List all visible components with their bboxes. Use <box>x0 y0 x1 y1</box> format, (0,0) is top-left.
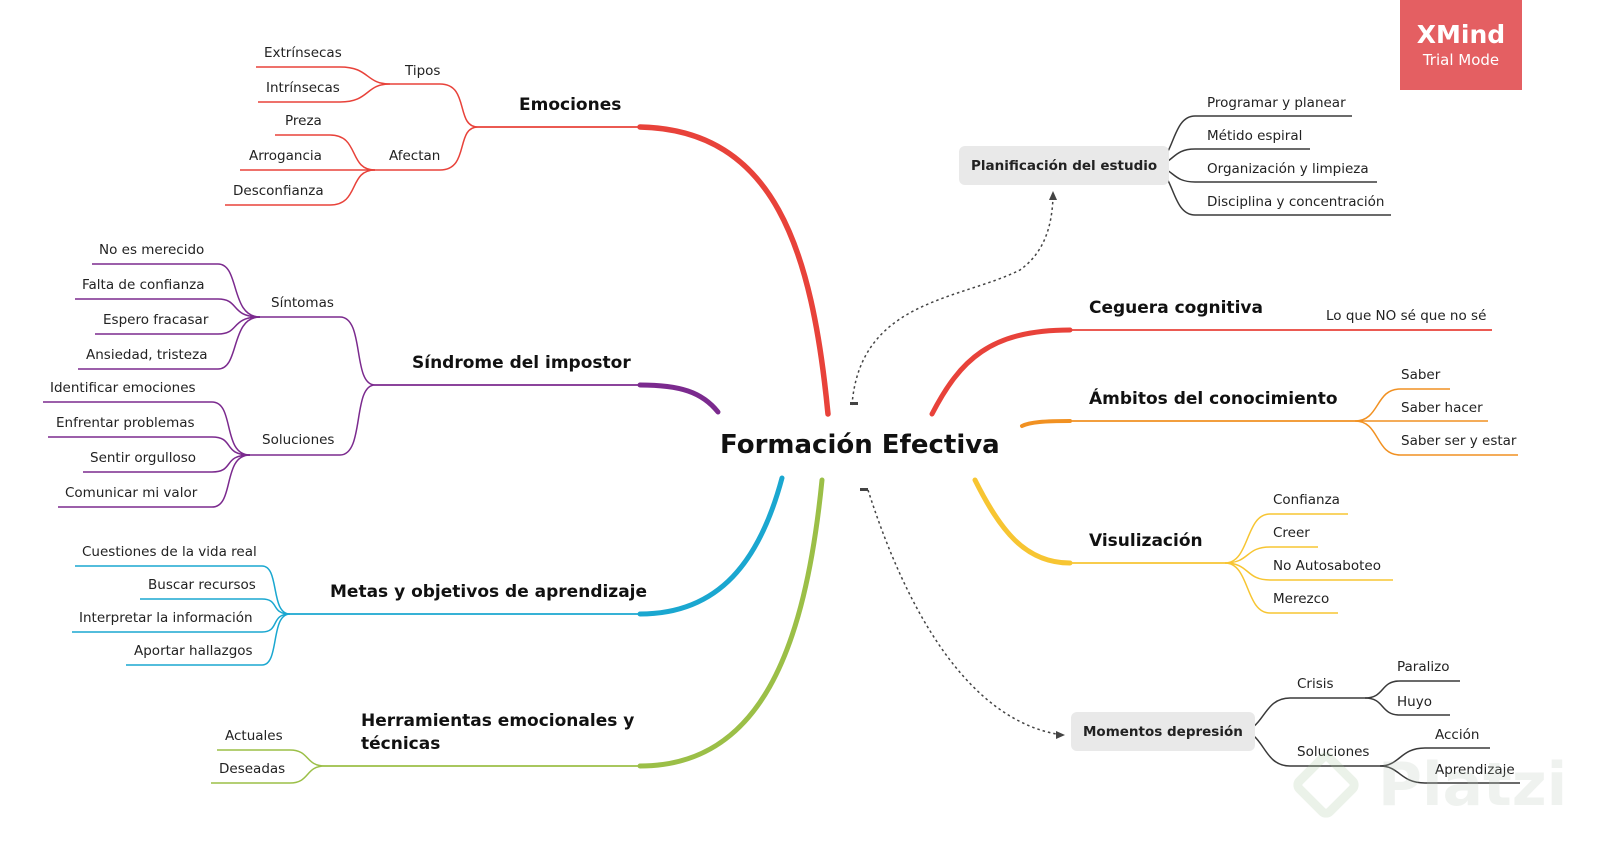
topic-herramientas[interactable]: Herramientas emocionales y técnicas <box>361 710 634 756</box>
topic-metas[interactable]: Metas y objetivos de aprendizaje <box>330 582 648 602</box>
leaf-cuestiones-vida-real[interactable]: Cuestiones de la vida real <box>82 544 257 560</box>
branch-herramientas-line <box>637 477 825 769</box>
leaf-organizacion-limpieza[interactable]: Organización y limpieza <box>1207 161 1369 177</box>
leaf-confianza[interactable]: Confianza <box>1273 492 1340 508</box>
leaf-desconfianza[interactable]: Desconfianza <box>233 183 324 199</box>
leaf-programar-planear[interactable]: Programar y planear <box>1207 95 1346 111</box>
leaf-disciplina-concentracion[interactable]: Disciplina y concentración <box>1207 194 1385 210</box>
topic-emociones[interactable]: Emociones <box>519 95 622 115</box>
leaf-extrinsecas[interactable]: Extrínsecas <box>264 45 342 61</box>
leaf-saber-ser-estar[interactable]: Saber ser y estar <box>1401 433 1517 449</box>
topic-visualizacion[interactable]: Visulización <box>1089 531 1203 551</box>
branch-impostor-line <box>637 382 721 415</box>
leaf-saber[interactable]: Saber <box>1401 367 1441 383</box>
leaf-actuales[interactable]: Actuales <box>225 728 283 744</box>
xmind-subtitle: Trial Mode <box>1422 51 1500 69</box>
relation-planificacion <box>851 196 1054 406</box>
topic-ambitos[interactable]: Ámbitos del conocimiento <box>1089 389 1338 409</box>
leaf-saber-hacer[interactable]: Saber hacer <box>1401 400 1483 416</box>
leaf-paralizo[interactable]: Paralizo <box>1397 659 1450 675</box>
relation-momentos <box>867 489 1063 736</box>
subtopic-tipos[interactable]: Tipos <box>405 63 441 79</box>
floating-planificacion[interactable]: Planificación del estudio <box>959 146 1170 185</box>
leaf-deseadas[interactable]: Deseadas <box>219 761 286 777</box>
branch-metas-line <box>637 475 785 617</box>
leaf-no-autosaboteo[interactable]: No Autosaboteo <box>1273 558 1381 574</box>
branch-ceguera-line <box>929 327 1073 417</box>
leaf-arrogancia[interactable]: Arrogancia <box>249 148 322 164</box>
leaf-merezco[interactable]: Merezco <box>1273 591 1330 607</box>
subtopic-soluciones-momentos[interactable]: Soluciones <box>1297 744 1370 760</box>
subtopic-sintomas[interactable]: Síntomas <box>271 295 334 311</box>
leaf-identificar-emociones[interactable]: Identificar emociones <box>50 380 196 396</box>
leaf-sentir-orgulloso[interactable]: Sentir orgulloso <box>90 450 197 466</box>
leaf-aportar-hallazgos[interactable]: Aportar hallazgos <box>134 643 253 659</box>
topic-ceguera[interactable]: Ceguera cognitiva <box>1089 298 1263 318</box>
branch-visualizacion-line <box>972 477 1073 566</box>
leaf-falta-de-confianza[interactable]: Falta de confianza <box>82 277 205 293</box>
subtopic-crisis[interactable]: Crisis <box>1297 676 1334 692</box>
platzi-logo-icon <box>1289 748 1363 822</box>
leaf-buscar-recursos[interactable]: Buscar recursos <box>148 577 256 593</box>
topic-herramientas-line2: técnicas <box>361 734 441 754</box>
leaf-preza[interactable]: Preza <box>285 113 322 129</box>
xmind-title: XMind <box>1416 20 1506 49</box>
branch-ambitos-line <box>1020 419 1072 428</box>
central-topic[interactable]: Formación Efectiva <box>720 430 1000 460</box>
subtopic-soluciones-impostor[interactable]: Soluciones <box>262 432 335 448</box>
xmind-trial-badge: XMind Trial Mode <box>1400 0 1522 90</box>
topic-impostor[interactable]: Síndrome del impostor <box>412 353 631 373</box>
leaf-no-es-merecido[interactable]: No es merecido <box>99 242 205 258</box>
floating-momentos[interactable]: Momentos depresión <box>1071 712 1255 751</box>
branch-emociones-line <box>637 124 831 417</box>
leaf-metido-espiral[interactable]: Métido espiral <box>1207 128 1303 144</box>
leaf-lo-que-no-se[interactable]: Lo que NO sé que no sé <box>1326 308 1487 324</box>
leaf-ansiedad-tristeza[interactable]: Ansiedad, tristeza <box>86 347 208 363</box>
leaf-creer[interactable]: Creer <box>1273 525 1310 541</box>
subtopic-afectan[interactable]: Afectan <box>389 148 441 164</box>
platzi-wordmark: Platzi <box>1378 750 1568 820</box>
leaf-intrinsecas[interactable]: Intrínsecas <box>266 80 340 96</box>
leaf-espero-fracasar[interactable]: Espero fracasar <box>103 312 209 328</box>
leaf-aprendizaje[interactable]: Aprendizaje <box>1435 762 1515 778</box>
platzi-watermark: Platzi <box>1289 748 1568 822</box>
leaf-accion[interactable]: Acción <box>1435 727 1480 743</box>
leaf-comunicar-mi-valor[interactable]: Comunicar mi valor <box>65 485 198 501</box>
topic-herramientas-line1: Herramientas emocionales y <box>361 711 635 731</box>
leaf-enfrentar-problemas[interactable]: Enfrentar problemas <box>56 415 195 431</box>
leaf-huyo[interactable]: Huyo <box>1397 694 1432 710</box>
leaf-interpretar-informacion[interactable]: Interpretar la información <box>79 610 253 626</box>
